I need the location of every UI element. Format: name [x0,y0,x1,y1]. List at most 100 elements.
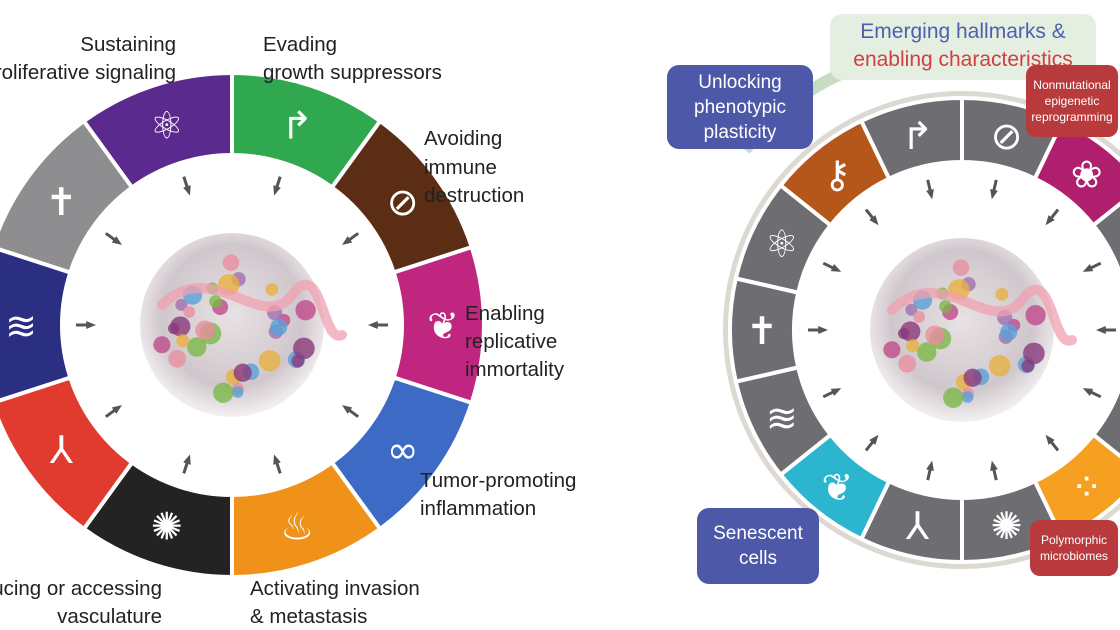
label-proliferative-signaling: proliferative signaling [0,61,176,84]
hallmark-segment: ↱ [230,70,383,196]
tumor-cell [900,321,921,342]
tumor-cell [295,300,316,321]
arrow-head [273,454,281,465]
segment-shape [1090,201,1120,280]
box-text: reprogramming [1031,110,1113,124]
dna-icon: ≋ [766,396,798,440]
segment-shape [0,375,135,532]
tumor-cell [168,349,187,368]
box-text: phenotypic [694,96,786,118]
tumor-cell [961,391,974,403]
hallmark-segment: ∞ [329,375,475,532]
box-text: Polymorphic [1040,533,1108,547]
tumor-cell [233,363,252,382]
infinity-icon: ∞ [387,428,419,472]
segment-shape [858,95,964,182]
arrow-head [368,321,378,329]
label-metastasis: & metastasis [250,605,367,628]
title-line-1: Emerging hallmarks & [860,20,1066,43]
flame-icon: ♨ [280,505,314,549]
segment-shape [81,70,234,191]
hallmark-segment: ≋ [733,364,842,478]
cross-icon: ✝ [746,309,778,353]
tumor-cell [291,354,305,368]
arrow-head [869,434,879,445]
arrow-head [111,236,122,246]
tumor-cell [213,382,234,403]
label-evading: Evading [263,33,337,56]
atom-icon: ⚛ [150,103,184,147]
arrow-head [111,404,122,414]
arrow-head [869,215,879,226]
microbiome-icon: ⁘ [1071,465,1103,509]
arrow-head [926,460,934,472]
arrow-head [990,188,998,200]
hallmark-segment: ✝ [728,275,828,385]
arrow-head [926,188,934,200]
dna-icon: ≋ [5,304,37,348]
tumor-cell [963,368,982,387]
tumor-cell [293,337,315,360]
left-labels: Sustaining proliferative signaling Evadi… [0,33,576,628]
tumor-cell [176,334,190,348]
arrow-head [273,185,281,196]
leaf-icon: ❦ [821,465,853,509]
tumor-cell [943,387,964,408]
tumor-cell [231,386,244,398]
segment-shape [0,247,73,403]
box-epigenetic-reprogramming: Nonmutational epigenetic reprogramming [1026,65,1118,137]
tumor-cell [995,287,1009,301]
tumor-cell [1000,323,1018,341]
right-hallmarks-wheel: ⊘❀⁘✺⅄❦≋✝⚛⚷↱ [723,91,1120,569]
blood-vessel [887,284,1077,346]
tumor-cell [939,300,952,313]
box-phenotypic-plasticity: Unlocking phenotypic plasticity [667,65,813,149]
arrow-head [1045,215,1055,226]
label-sustaining: Sustaining [80,33,176,56]
hallmark-segment [1096,326,1116,334]
hallmark-segment [1082,201,1120,280]
label-vasculature: vasculature [57,605,162,628]
label-tumor-promoting: Tumor-promoting [420,469,576,492]
tumor-cell [906,339,920,353]
tumor-cell [270,318,288,336]
blood-vessel [157,279,347,341]
tumor-cell [209,295,222,308]
key-icon: ⚷ [823,153,851,197]
hallmark-segment: ⚛ [81,70,234,196]
label-destruction: destruction [424,184,524,207]
arrow-head [830,388,842,396]
arrow-head [183,185,191,196]
tumor-cell [153,336,171,354]
arrow-head [1045,434,1055,445]
cross-icon: ✝ [45,180,77,224]
label-immune: immune [424,156,497,179]
tumor-cell [1023,342,1045,365]
tumor-cell [883,341,901,359]
bent-arrow-icon: ↱ [281,103,313,147]
tumor-cell [170,316,191,337]
tumor-cell [175,298,188,311]
label-inducing-accessing: Inducing or accessing [0,577,162,600]
hallmark-segment: ⅄ [0,375,135,532]
arrow-head [342,236,353,246]
hallmark-segment: ≋ [0,247,96,403]
label-avoiding: Avoiding [424,127,502,150]
no-entry-icon: ⊘ [991,114,1023,158]
tumor-cell [925,325,945,346]
tumor-cell [187,337,207,357]
arrow-head [990,460,998,472]
tumor-cell [952,259,970,276]
blood-vessel-icon: ⅄ [906,504,930,548]
label-replicative: replicative [465,330,557,353]
hallmark-segment: ✝ [0,118,135,275]
arrow-head [818,326,828,334]
tumor-cell [258,350,281,372]
box-polymorphic-microbiomes: Polymorphic microbiomes [1030,520,1118,576]
hallmark-segment: ♨ [230,454,383,580]
box-text: microbiomes [1039,549,1108,563]
tumor-cell [988,355,1011,377]
box-text: Senescent [713,523,803,544]
box-text: cells [738,548,777,569]
